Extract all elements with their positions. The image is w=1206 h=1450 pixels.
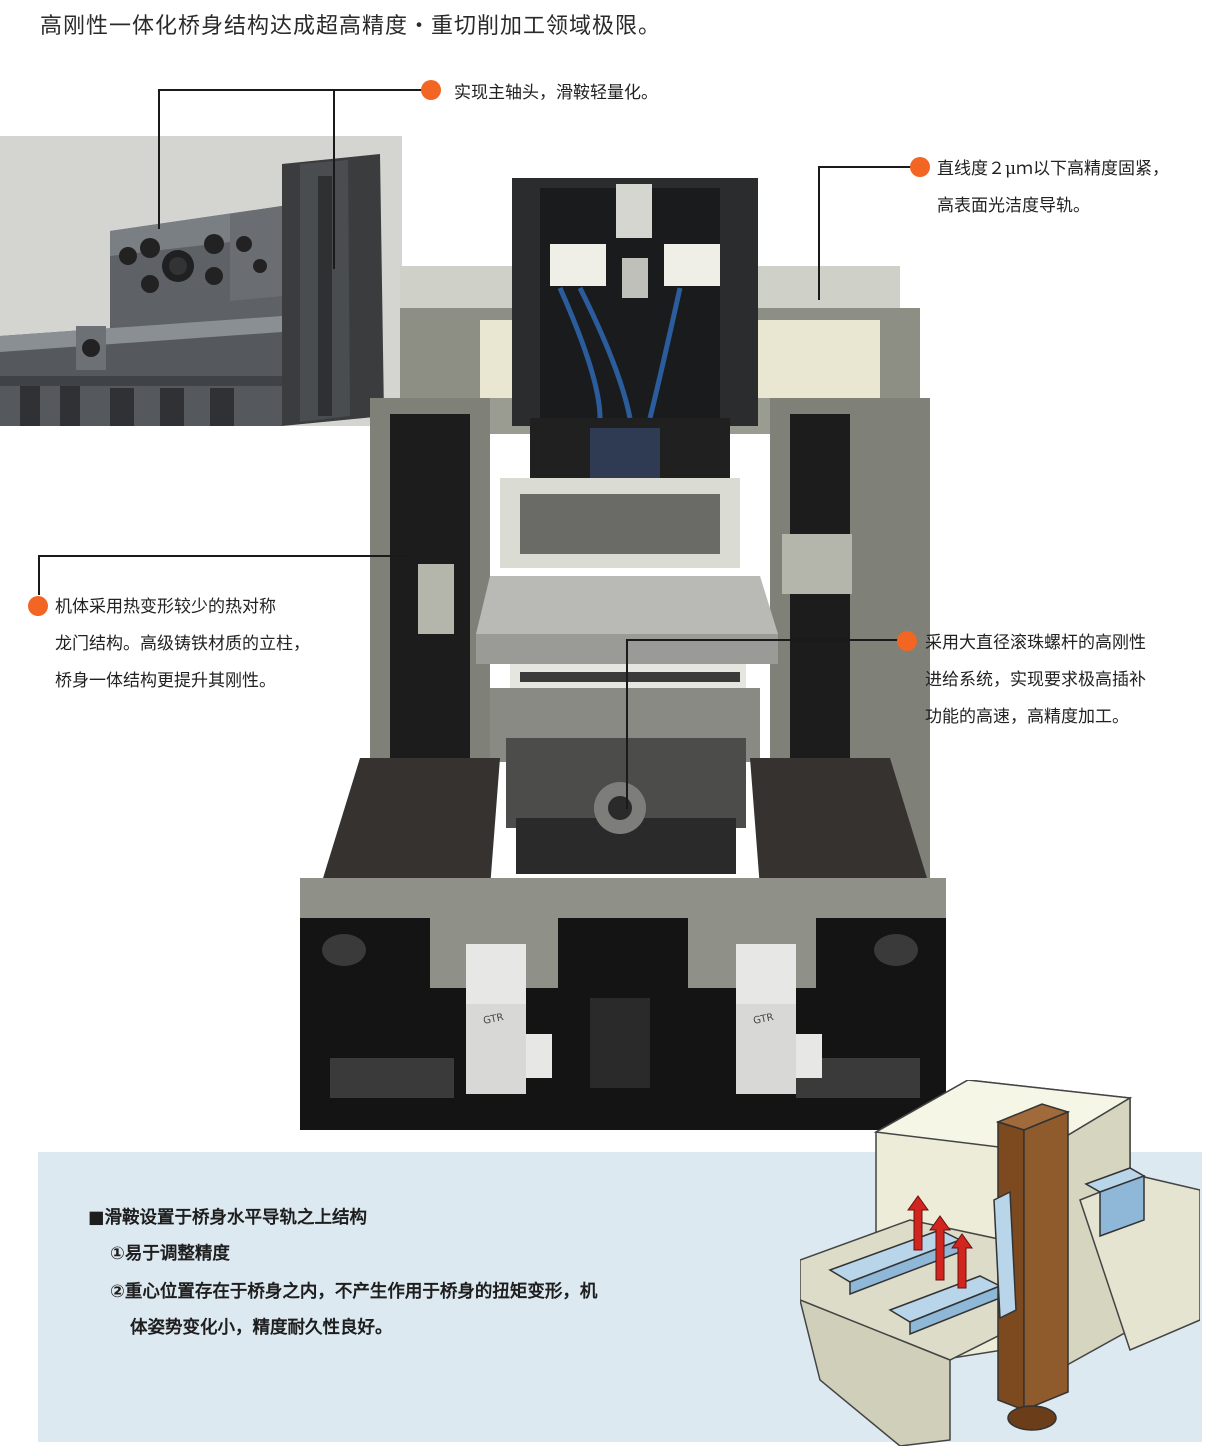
motor-brand-left: GTR [482,1012,504,1027]
callout-spindle-line-1: 实现主轴头，滑鞍轻量化。 [454,83,658,103]
callout-guide-line-1: 直线度２μｍ以下高精度固紧， [937,159,1170,179]
leader-ballscrew-v [626,639,628,809]
leader-frame-h [38,555,410,557]
bullet-dot [28,596,48,616]
leader-spindle-v1 [158,89,160,229]
leader-ballscrew-h [626,639,906,641]
callout-frame-line-2: 龙门结构。高级铸铁材质的立柱， [55,634,310,654]
casting-detail-photo [0,136,402,426]
callout-frame: 机体采用热变形较少的热对称 龙门结构。高级铸铁材质的立柱， 桥身一体结构更提升其… [55,589,310,700]
callout-guide: 直线度２μｍ以下高精度固紧， 高表面光洁度导轨。 [937,151,1169,225]
leader-guide-h [818,166,914,168]
bullet-dot [421,80,441,100]
leader-spindle-h [158,89,430,91]
saddle-structure-diagram [798,1079,1201,1447]
callout-spindle: 实现主轴头，滑鞍轻量化。 [454,75,658,112]
bullet-dot [910,157,930,177]
info-item-1: ①易于调整精度 [110,1244,230,1264]
info-item-2-line-1: ②重心位置存在于桥身之内，不产生作用于桥身的扭矩变形，机 [110,1282,598,1302]
callout-ballscrew-line-2: 进给系统，实现要求极高插补 [925,670,1146,690]
machine-photo: GTR GTR [300,178,946,1130]
bullet-dot [897,631,917,651]
callout-frame-line-1: 机体采用热变形较少的热对称 [55,597,276,617]
callout-ballscrew-line-1: 采用大直径滚珠螺杆的高刚性 [925,633,1146,653]
leader-spindle-v2 [333,89,335,269]
leader-guide-v [818,166,820,300]
callout-frame-line-3: 桥身一体结构更提升其刚性。 [55,671,276,691]
leader-frame-v [38,555,40,595]
info-item-2-line-2: 体姿势变化小，精度耐久性良好。 [130,1318,393,1338]
info-heading: ■滑鞍设置于桥身水平导轨之上结构 [88,1208,368,1228]
callout-ballscrew-line-3: 功能的高速，高精度加工。 [925,707,1129,727]
motor-brand-right: GTR [752,1012,774,1027]
callout-guide-line-2: 高表面光洁度导轨。 [937,196,1090,216]
callout-ballscrew: 采用大直径滚珠螺杆的高刚性 进给系统，实现要求极高插补 功能的高速，高精度加工。 [925,625,1146,736]
page-headline: 高刚性一体化桥身结构达成超高精度・重切削加工领域极限。 [40,14,662,39]
